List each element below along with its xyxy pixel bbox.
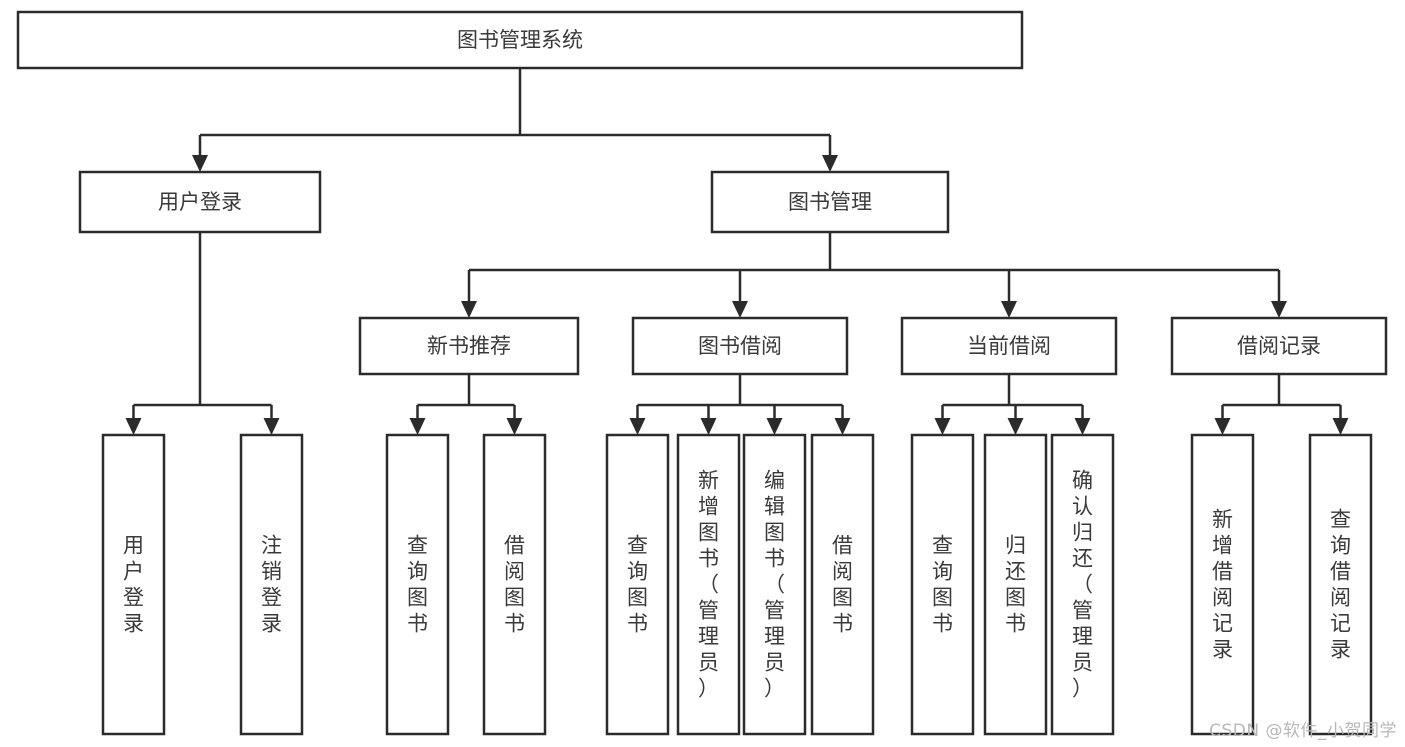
node-system-root-label: 图书管理系统 (457, 28, 583, 52)
node-level2-0-label: 用户登录 (158, 190, 242, 214)
parent-2-to-leaf-0-arrowhead (629, 418, 646, 435)
node-level2-0[interactable]: 用户登录 (78, 170, 322, 234)
parent-3-to-leaf-1-arrowhead (1007, 418, 1024, 435)
node-leaf-2[interactable]: 查询图书 (385, 433, 450, 736)
node-level2-0-box (78, 170, 322, 234)
parent-2-to-leaf-3-arrowhead (834, 418, 851, 435)
node-leaf-1-box (239, 433, 304, 736)
node-level3-0[interactable]: 新书推荐 (358, 316, 580, 376)
node-leaf-6[interactable]: 编辑图书（管理员） (742, 433, 807, 736)
node-leaf-7[interactable]: 借阅图书 (810, 433, 875, 736)
node-level3-1-label: 图书借阅 (698, 334, 782, 358)
book-mgmt-to-level3-1-arrowhead (732, 301, 748, 318)
node-level3-3-label: 借阅记录 (1237, 334, 1321, 358)
node-level3-2-box (900, 316, 1118, 376)
node-leaf-7-box (810, 433, 875, 736)
node-leaf-12-box (1308, 433, 1373, 736)
node-level2-1[interactable]: 图书管理 (710, 170, 950, 234)
node-system-root[interactable]: 图书管理系统 (16, 10, 1024, 70)
node-level3-1[interactable]: 图书借阅 (631, 316, 849, 376)
node-leaf-11[interactable]: 新增借阅记录 (1190, 433, 1255, 736)
node-leaf-3-label: 借阅图书 (504, 534, 525, 636)
node-leaf-9[interactable]: 归还图书 (983, 433, 1048, 736)
node-leaf-12[interactable]: 查询借阅记录 (1308, 433, 1373, 736)
node-level3-3[interactable]: 借阅记录 (1170, 316, 1388, 376)
parent-1-to-leaf-0-arrowhead (409, 418, 426, 435)
node-leaf-6-box (742, 433, 807, 736)
node-leaf-12-label: 查询借阅记录 (1330, 508, 1351, 662)
node-level3-2[interactable]: 当前借阅 (900, 316, 1118, 376)
node-level3-1-box (631, 316, 849, 376)
node-leaf-4[interactable]: 查询图书 (605, 433, 670, 736)
node-leaf-2-box (385, 433, 450, 736)
root-to-level2-0-arrowhead (192, 155, 208, 172)
node-leaf-11-label: 新增借阅记录 (1212, 508, 1233, 662)
parent-3-to-leaf-2-arrowhead (1074, 418, 1091, 435)
node-leaf-5-label: 新增图书（管理员） (698, 469, 719, 701)
parent-1-to-leaf-1-arrowhead (506, 418, 523, 435)
parent-4-to-leaf-0-arrowhead (1214, 418, 1231, 435)
node-level3-0-label: 新书推荐 (427, 334, 511, 358)
node-leaf-9-label: 归还图书 (1005, 534, 1026, 636)
node-leaf-5[interactable]: 新增图书（管理员） (676, 433, 741, 736)
root-to-level2-1-arrowhead (822, 155, 838, 172)
node-leaf-3[interactable]: 借阅图书 (482, 433, 547, 736)
parent-4-to-leaf-1-arrowhead (1332, 418, 1349, 435)
parent-3-to-leaf-0-arrowhead (934, 418, 951, 435)
node-leaf-11-box (1190, 433, 1255, 736)
watermark-label: CSDN @软件_小贺同学 (1209, 721, 1397, 741)
node-leaf-7-label: 借阅图书 (832, 534, 853, 636)
node-leaf-10-label: 确认归还（管理员） (1072, 469, 1093, 701)
parent-2-to-leaf-2-arrowhead (766, 418, 783, 435)
node-leaf-8[interactable]: 查询图书 (910, 433, 975, 736)
node-level2-1-box (710, 170, 950, 234)
node-leaf-0-box (101, 433, 166, 736)
node-leaf-1[interactable]: 注销登录 (239, 433, 304, 736)
node-leaf-10[interactable]: 确认归还（管理员） (1050, 433, 1115, 736)
node-leaf-4-box (605, 433, 670, 736)
book-mgmt-to-level3-0-arrowhead (461, 301, 477, 318)
node-level3-0-box (358, 316, 580, 376)
parent-0-to-leaf-1-arrowhead (263, 418, 280, 435)
node-layer: 图书管理系统用户登录图书管理新书推荐图书借阅当前借阅借阅记录用户登录注销登录查询… (16, 10, 1388, 736)
node-leaf-0[interactable]: 用户登录 (101, 433, 166, 736)
node-leaf-8-label: 查询图书 (932, 534, 953, 636)
connector-layer (125, 68, 1349, 435)
node-leaf-10-box (1050, 433, 1115, 736)
node-leaf-6-label: 编辑图书（管理员） (764, 469, 785, 701)
node-level3-3-box (1170, 316, 1388, 376)
node-leaf-5-box (676, 433, 741, 736)
node-leaf-9-box (983, 433, 1048, 736)
node-leaf-2-label: 查询图书 (407, 534, 428, 636)
node-leaf-3-box (482, 433, 547, 736)
node-level2-1-label: 图书管理 (788, 190, 872, 214)
node-leaf-8-box (910, 433, 975, 736)
node-system-root-box (16, 10, 1024, 70)
book-mgmt-to-level3-2-arrowhead (1001, 301, 1017, 318)
node-leaf-0-label: 用户登录 (123, 534, 144, 636)
parent-0-to-leaf-0-arrowhead (125, 418, 142, 435)
parent-2-to-leaf-1-arrowhead (700, 418, 717, 435)
node-leaf-4-label: 查询图书 (627, 534, 648, 636)
node-leaf-1-label: 注销登录 (261, 534, 282, 636)
book-mgmt-to-level3-3-arrowhead (1271, 301, 1287, 318)
node-level3-2-label: 当前借阅 (967, 334, 1051, 358)
